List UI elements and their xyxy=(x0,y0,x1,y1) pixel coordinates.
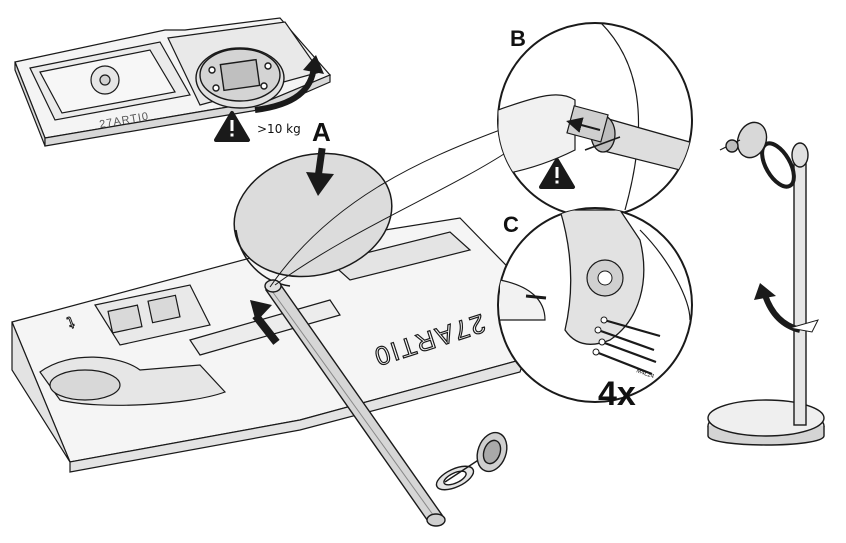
curved-arrow-icon xyxy=(254,65,317,113)
detail-leader-line xyxy=(269,129,501,288)
detail-c-content: M4L24 xyxy=(499,209,691,380)
step-b-label: B xyxy=(510,26,526,51)
weight-note: >10 kg xyxy=(257,122,301,136)
arrow-down-icon xyxy=(306,147,334,196)
vesa-hinge xyxy=(435,431,508,491)
screw-count-label: 4x xyxy=(598,375,636,413)
curved-arrow-icon xyxy=(303,55,324,74)
detail-leader-line xyxy=(274,149,511,286)
monitor-base-plate xyxy=(195,47,285,109)
warning-triangle-icon xyxy=(539,158,575,189)
stand-ribbon xyxy=(789,319,819,333)
arrow-up-icon xyxy=(250,300,280,345)
detail-b-content xyxy=(498,23,692,211)
warning-triangle-icon xyxy=(214,111,250,142)
curved-arrow-icon xyxy=(754,283,776,300)
stand-base-disc xyxy=(233,152,393,287)
step-c-label: C xyxy=(503,212,519,237)
assembled-stand xyxy=(707,121,825,446)
step-a-label: A xyxy=(312,117,331,147)
screw-set xyxy=(592,316,661,376)
stand-pole xyxy=(264,279,446,527)
